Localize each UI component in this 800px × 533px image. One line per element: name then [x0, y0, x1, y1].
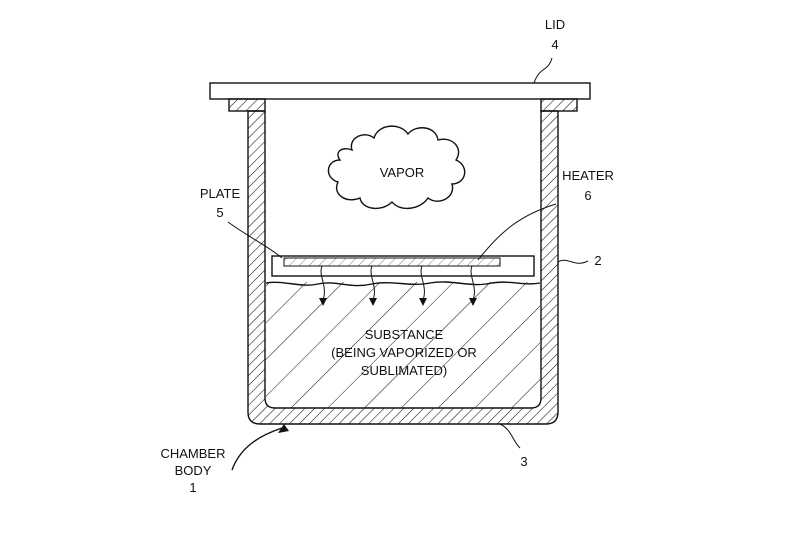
substance-label-2: (BEING VAPORIZED OR — [331, 345, 477, 360]
chamber-arrow-head — [278, 424, 289, 433]
plate — [271, 255, 535, 277]
heater-number: 6 — [584, 188, 591, 203]
lid-label: LID — [545, 17, 565, 32]
heater-leader — [477, 203, 557, 261]
chamber-number: 1 — [189, 480, 196, 495]
plate-leader — [227, 221, 283, 259]
lid-plate — [209, 82, 591, 100]
heater-label: HEATER — [562, 168, 614, 183]
lid-number: 4 — [551, 37, 558, 52]
vapor-cloud — [327, 125, 466, 209]
chamber-arrow — [231, 427, 283, 471]
left-flange — [228, 98, 266, 112]
lid-leader — [533, 57, 553, 84]
substance-label-3: SUBLIMATED) — [361, 363, 447, 378]
substance-label: SUBSTANCE — [365, 327, 444, 342]
wall-number: 2 — [594, 253, 601, 268]
chamber-label: CHAMBER — [160, 446, 225, 461]
chamber-label-2: BODY — [175, 463, 212, 478]
bottom-number: 3 — [520, 454, 527, 469]
substance-region — [266, 282, 540, 408]
substance-surface — [265, 281, 541, 287]
bottom-leader — [499, 423, 521, 449]
plate-number: 5 — [216, 205, 223, 220]
vapor-label: VAPOR — [380, 165, 425, 180]
right-flange — [540, 98, 578, 112]
wall-leader — [557, 259, 589, 264]
heat-arrows — [319, 265, 477, 306]
plate-label: PLATE — [200, 186, 241, 201]
